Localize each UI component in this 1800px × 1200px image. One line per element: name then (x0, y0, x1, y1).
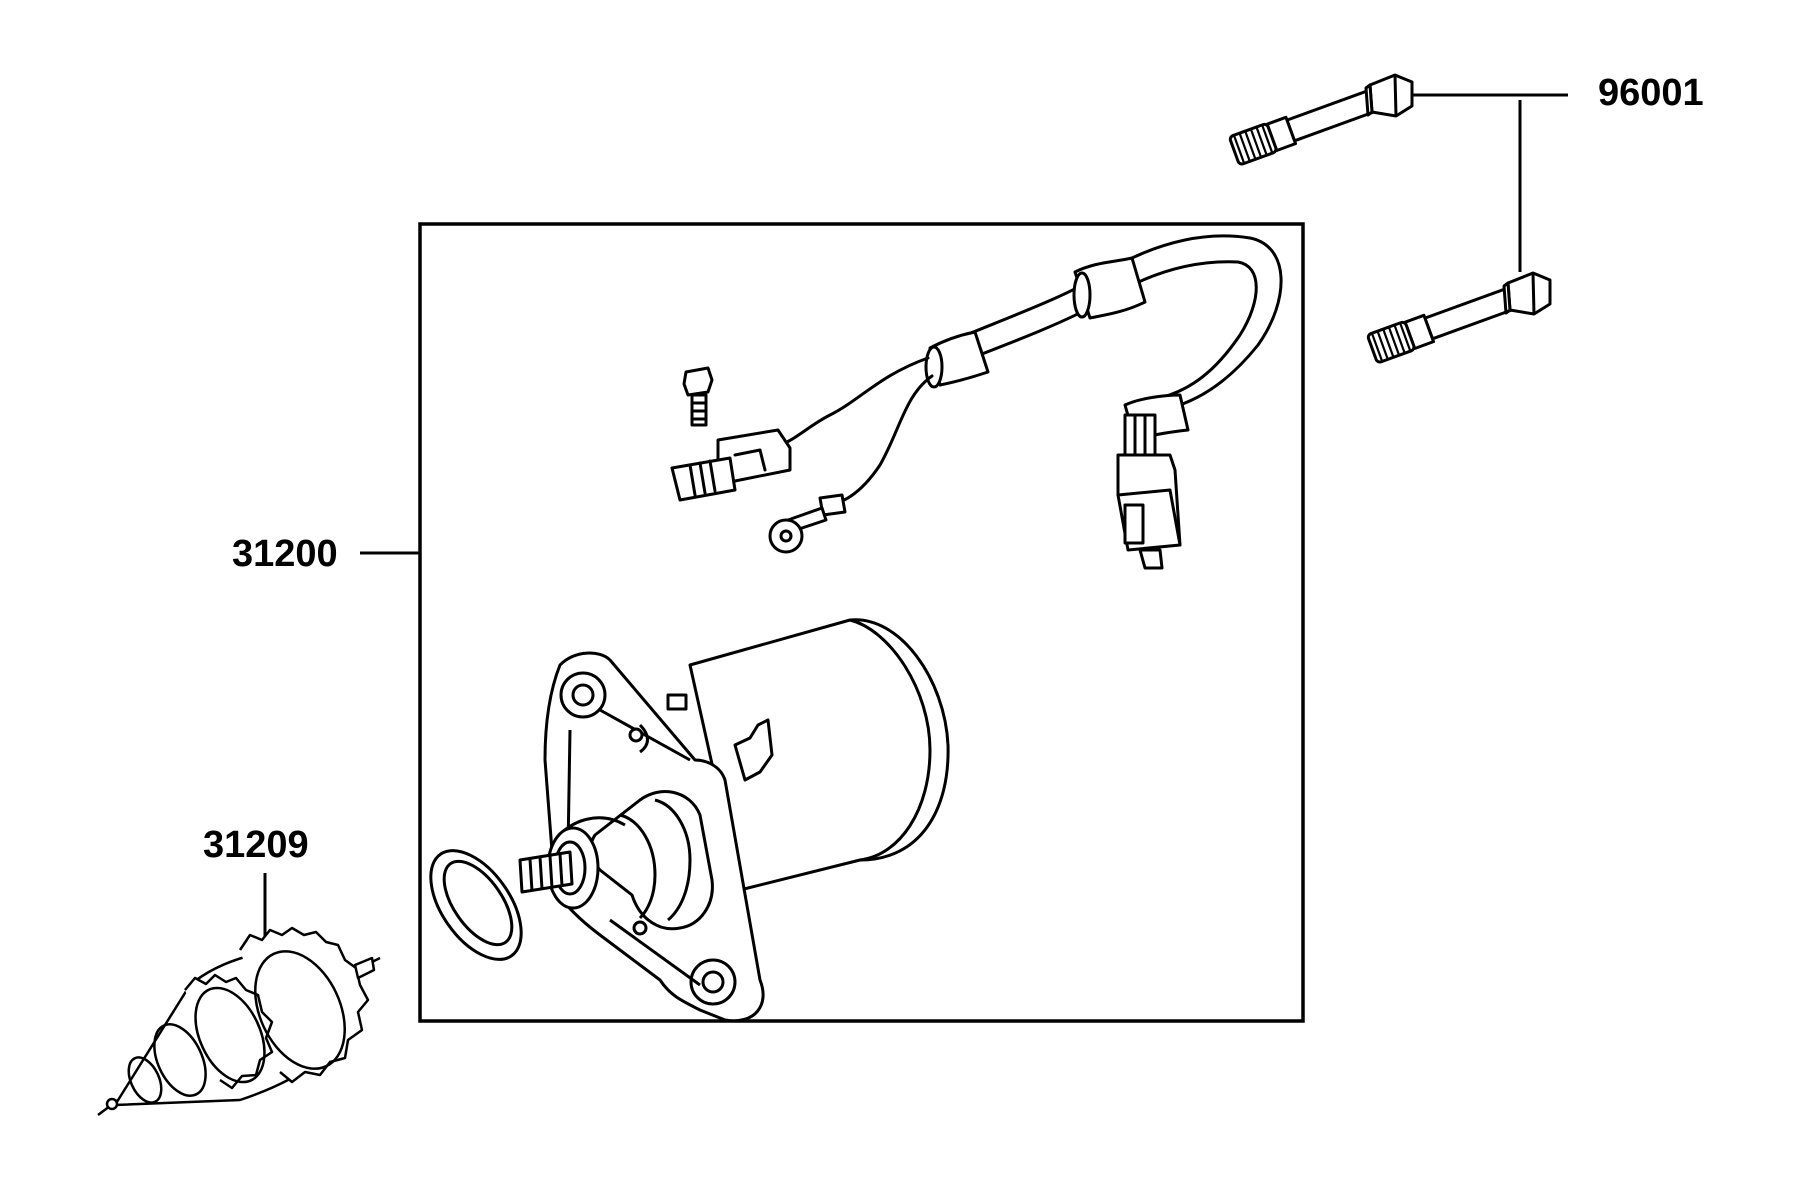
assembly-box-31200 (418, 222, 1305, 1023)
bolt-lower (1366, 271, 1552, 364)
part-number-31209: 31209 (203, 824, 309, 866)
wiring-harness (670, 234, 1283, 570)
starter-drive-gear (97, 926, 381, 1116)
starter-motor (429, 618, 950, 1023)
leader-96001 (1412, 93, 1568, 272)
part-number-31200: 31200 (232, 533, 338, 575)
part-number-96001: 96001 (1598, 72, 1704, 114)
bolt-upper (1228, 73, 1414, 166)
